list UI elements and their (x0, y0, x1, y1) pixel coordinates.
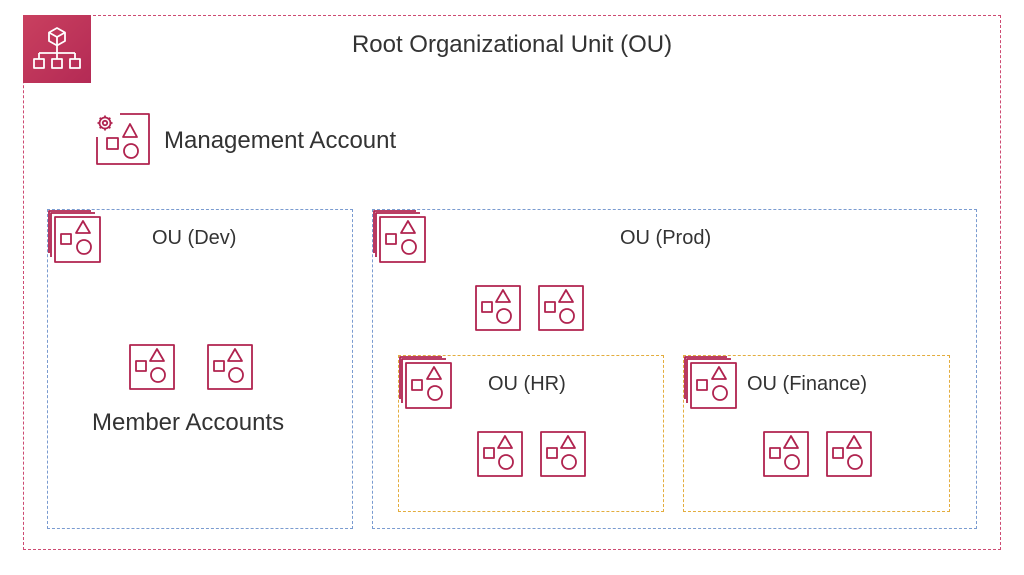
member-account-icon (538, 285, 584, 331)
ou-hr-icon (398, 355, 454, 411)
member-account-icon (540, 431, 586, 477)
member-account-icon (763, 431, 809, 477)
ou-hr-container (398, 355, 664, 512)
ou-prod-icon (372, 209, 428, 265)
ou-finance-label: OU (Finance) (747, 373, 868, 395)
root-ou-container (23, 15, 1001, 550)
root-ou-title: Root Organizational Unit (OU) (351, 31, 673, 58)
member-account-icon (477, 431, 523, 477)
member-account-icon (207, 344, 253, 390)
member-account-icon (826, 431, 872, 477)
organization-tree-icon (23, 15, 91, 83)
ou-hr-label: OU (HR) (488, 373, 566, 395)
ou-dev-label: OU (Dev) (152, 227, 237, 249)
ou-prod-container (372, 209, 977, 529)
member-accounts-label: Member Accounts (92, 409, 285, 436)
ou-prod-label: OU (Prod) (620, 227, 712, 249)
management-account-label: Management Account (164, 127, 397, 154)
member-account-icon (129, 344, 175, 390)
ou-dev-icon (47, 209, 103, 265)
ou-finance-icon (683, 355, 739, 411)
ou-finance-container (683, 355, 950, 512)
member-account-icon (475, 285, 521, 331)
management-account-icon (94, 111, 150, 165)
ou-dev-container (47, 209, 353, 529)
